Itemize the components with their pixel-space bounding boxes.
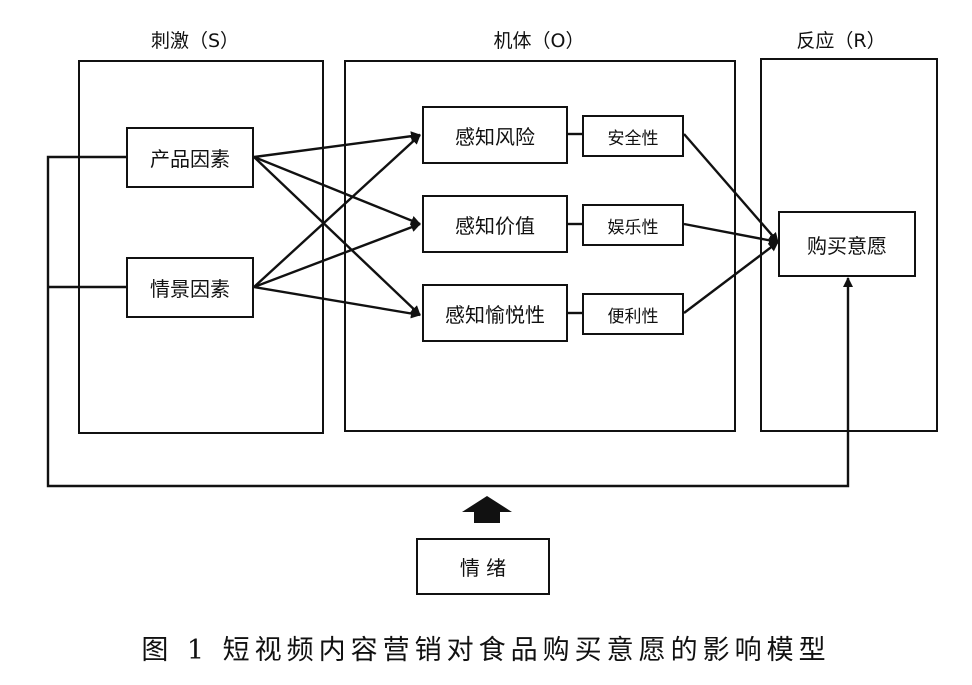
perception-pleasure: 感知愉悦性 [422, 284, 568, 342]
perception-value: 感知价值 [422, 195, 568, 253]
arrow-product-to-pleasure [253, 156, 421, 316]
stimulus-factor-context: 情景因素 [126, 257, 254, 318]
arrow-context-to-pleasure [253, 285, 421, 319]
arrow-context-to-risk [253, 134, 421, 288]
arrow-product-to-risk [253, 131, 421, 159]
stimulus-frame [78, 60, 324, 434]
stimulus-factor-product: 产品因素 [126, 127, 254, 188]
arrow-product-to-value [253, 155, 421, 226]
attribute-entertainment: 娱乐性 [582, 204, 684, 246]
emotion-box: 情 绪 [416, 538, 550, 595]
arrow-safety-to-intention [683, 133, 779, 243]
arrow-context-to-value [253, 222, 421, 289]
arrow-convenience-to-intention [683, 241, 779, 314]
attribute-safety: 安全性 [582, 115, 684, 157]
arrow-entertainment-to-intention [683, 222, 779, 246]
response-heading: 反应（R） [796, 30, 886, 52]
purchase-intention-box: 购买意愿 [778, 211, 916, 277]
stimulus-heading: 刺激（S） [150, 30, 240, 52]
figure-caption: 图 1 短视频内容营销对食品购买意愿的影响模型 [141, 635, 831, 666]
emotion-up-arrow [462, 496, 512, 523]
perception-risk: 感知风险 [422, 106, 568, 164]
organism-heading: 机体（O） [493, 30, 585, 52]
attribute-convenience: 便利性 [582, 293, 684, 335]
feedback-loop-line [46, 155, 853, 488]
